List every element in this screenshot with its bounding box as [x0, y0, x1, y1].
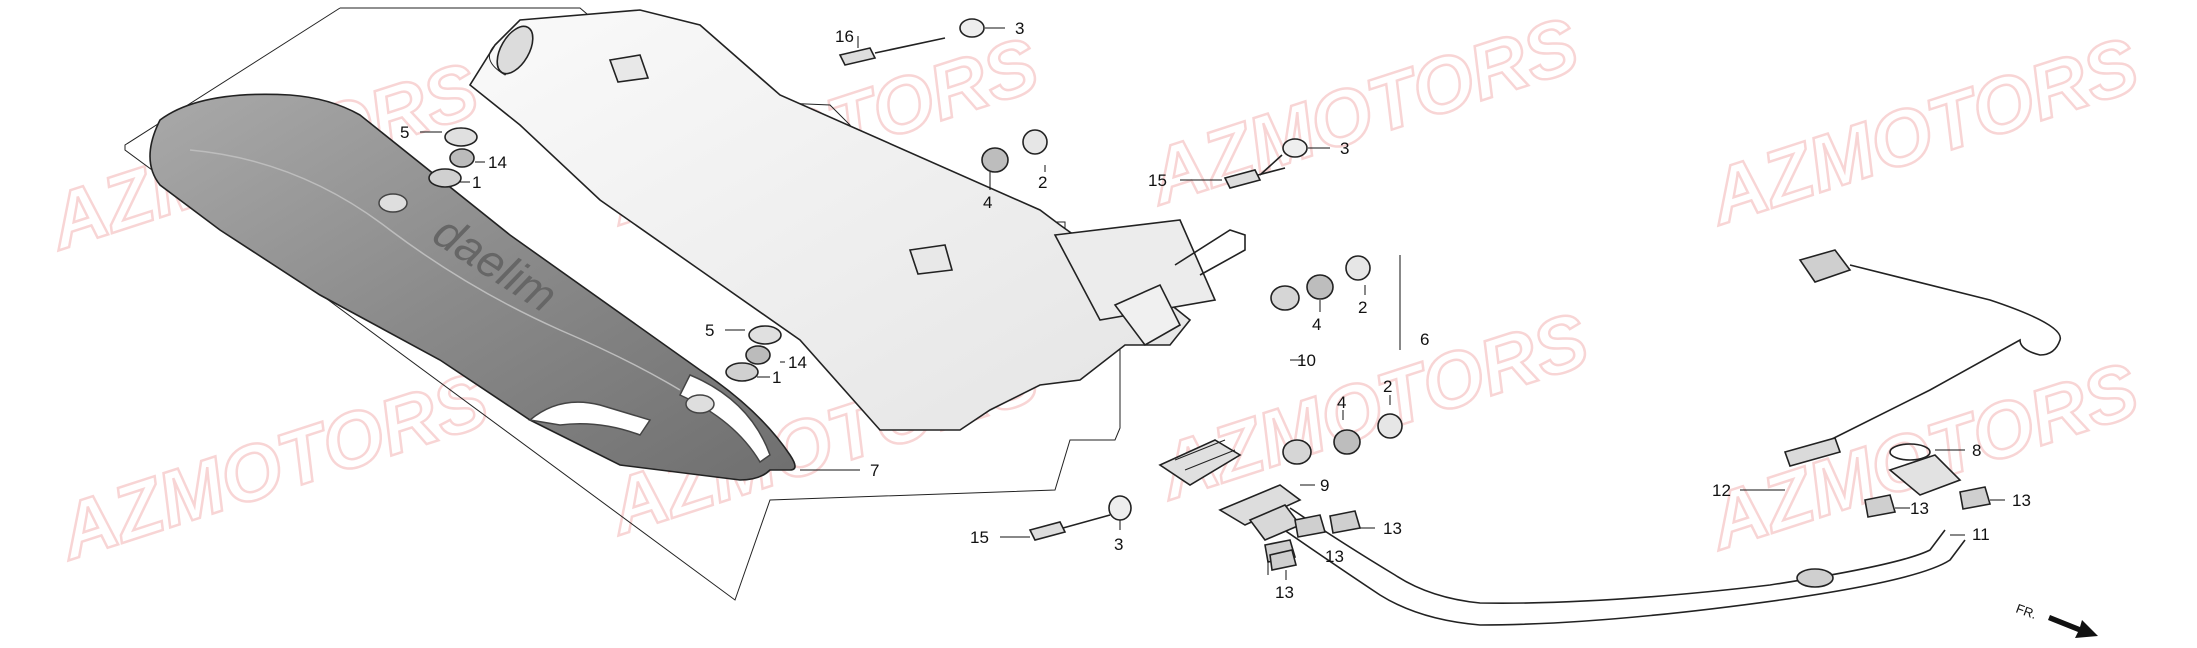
- callout-1: 1: [472, 173, 481, 192]
- callout-4: 4: [1312, 315, 1321, 334]
- callout-11: 11: [1972, 525, 1990, 544]
- watermark: AZMOTORS: [1136, 0, 1588, 222]
- callout-3: 3: [1015, 19, 1024, 38]
- gasket: [1218, 484, 1302, 526]
- callout-9: 9: [1320, 476, 1329, 495]
- callout-14: 14: [788, 353, 807, 372]
- oxygen-sensor: [1783, 249, 2061, 467]
- callout-7: 7: [870, 461, 879, 480]
- callout-13: 13: [1383, 519, 1402, 538]
- callout-15: 15: [1148, 171, 1167, 190]
- callout-2: 2: [1383, 377, 1392, 396]
- callout-13: 13: [2012, 491, 2031, 510]
- callout-1: 1: [772, 368, 781, 387]
- direction-indicator: FR.: [2014, 601, 2098, 638]
- gasket-ring: [1889, 443, 1931, 461]
- callouts: 16 3 2 4 5 14 1 15 3 2 4 6 10 5 14 1 4 2…: [400, 19, 2031, 602]
- callout-3: 3: [1114, 535, 1123, 554]
- callout-12: 12: [1712, 481, 1731, 500]
- callout-13: 13: [1275, 583, 1294, 602]
- callout-3: 3: [1340, 139, 1349, 158]
- callout-6: 6: [1420, 330, 1429, 349]
- watermark: AZMOTORS: [46, 355, 498, 577]
- muffler: [468, 9, 1246, 486]
- callout-2: 2: [1038, 173, 1047, 192]
- callout-16: 16: [835, 27, 854, 46]
- fasteners: [428, 18, 1992, 571]
- leader-lines: [420, 27, 2005, 580]
- callout-5: 5: [705, 321, 714, 340]
- callout-8: 8: [1972, 441, 1981, 460]
- callout-15: 15: [970, 528, 989, 547]
- callout-10: 10: [1297, 351, 1316, 370]
- direction-arrow-icon: [2048, 615, 2098, 638]
- callout-13: 13: [1910, 499, 1929, 518]
- callout-2: 2: [1358, 298, 1367, 317]
- heat-shield: daelim: [149, 93, 796, 481]
- watermark: AZMOTORS: [1696, 20, 2148, 242]
- direction-label: FR.: [2014, 601, 2039, 622]
- callout-14: 14: [488, 153, 507, 172]
- watermark: AZMOTORS: [1696, 345, 2148, 567]
- watermark: AZMOTORS: [1146, 295, 1598, 517]
- callout-13: 13: [1325, 547, 1344, 566]
- callout-4: 4: [983, 193, 992, 212]
- callout-5: 5: [400, 123, 409, 142]
- callout-4: 4: [1337, 393, 1346, 412]
- exhaust-pipe: [1248, 454, 1966, 626]
